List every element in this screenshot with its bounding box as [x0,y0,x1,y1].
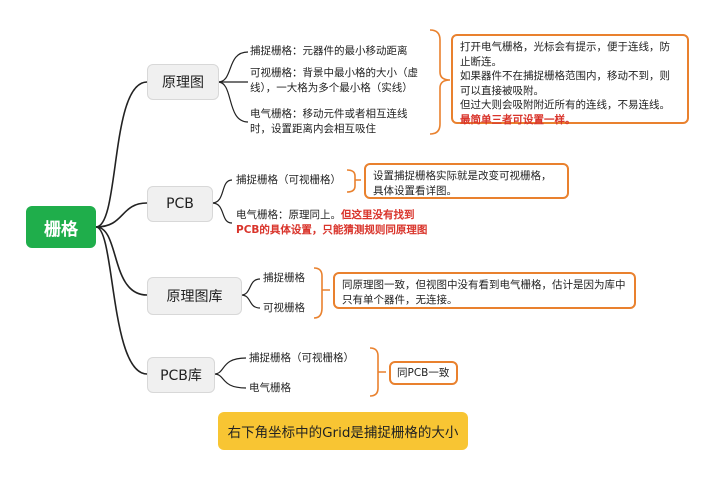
note-line: 打开电气栅格，光标会有提示，便于连线，防止断连。 [460,41,670,68]
leaf-visible-grid: 可视栅格：背景中最小格的大小（虚线），一大格为多个最小格（实线） [250,67,418,94]
leaf-text: 电气栅格：原理同上。 [236,209,341,221]
note-schematic-library: 同原理图一致，但视图中没有看到电气栅格，估计是因为库中只有单个器件，无连接。 [333,272,636,309]
branch-pcb-library: PCB库 [147,357,215,393]
branch-pcb: PCB [147,186,213,222]
note-pcb-library: 同PCB一致 [389,361,458,385]
leaf-pcb-snap-grid: 捕捉栅格（可视栅格） [236,174,341,186]
note-line: 如果器件不在捕捉栅格范围内，移动不到，则可以直接被吸附。 [460,70,670,97]
branch-schematic: 原理图 [147,64,219,100]
leaf-lib-visible-grid: 可视栅格 [263,302,305,314]
leaf-pcblib-electrical-grid: 电气栅格 [249,382,291,394]
note-line: 但过大则会吸附附近所有的连线，不易连线。 [460,99,670,111]
root-node: 栅格 [26,206,96,248]
leaf-snap-grid: 捕捉栅格：元器件的最小移动距离 [250,45,408,57]
note-line-highlight: 最简单三者可设置一样。 [460,113,576,126]
leaf-electrical-grid: 电气栅格：移动元件或者相互连线时，设置距离内会相互吸住 [250,108,408,135]
branch-schematic-library: 原理图库 [147,277,242,315]
leaf-pcb-electrical-grid: 电气栅格：原理同上。但这里没有找到PCB的具体设置，只能猜测规则同原理图 [236,208,436,238]
note-pcb: 设置捕捉栅格实际就是改变可视栅格，具体设置看详图。 [364,163,569,199]
footer-highlight: 右下角坐标中的Grid是捕捉栅格的大小 [218,412,468,450]
leaf-lib-snap-grid: 捕捉栅格 [263,272,305,284]
leaf-text-highlight: 但这里没有找到PCB的具体设置，只能猜测规则同原理图 [236,209,428,236]
note-schematic: 打开电气栅格，光标会有提示，便于连线，防止断连。 如果器件不在捕捉栅格范围内，移… [451,34,689,126]
leaf-pcblib-snap-grid: 捕捉栅格（可视栅格） [249,352,354,364]
